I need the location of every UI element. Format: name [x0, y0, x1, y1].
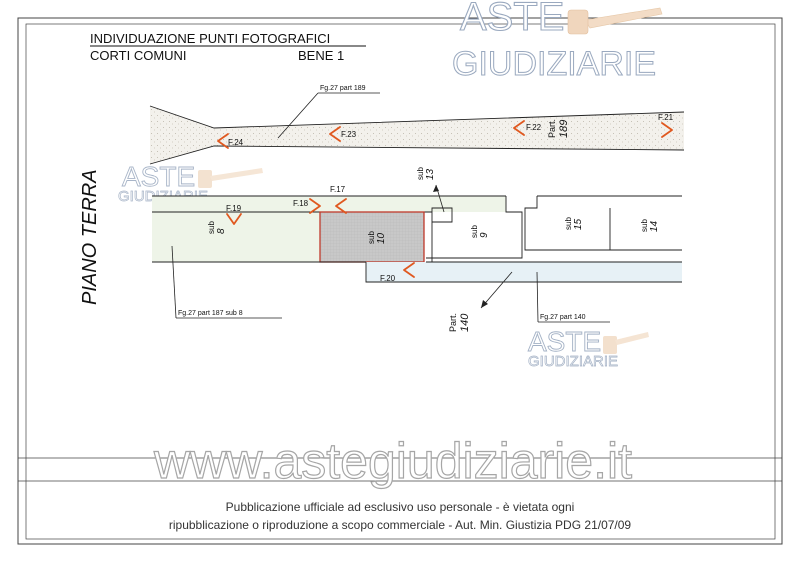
sub13-line2: 13 [425, 168, 436, 180]
photo-markers [217, 120, 673, 278]
part-140-line2: 140 [459, 313, 471, 332]
part-140-line1: Part. [448, 313, 458, 332]
part-140-arrowhead [481, 300, 488, 308]
sub15-line2: 15 [573, 218, 584, 230]
part-189-line1: Part. [547, 119, 557, 138]
callout-140-leader [536, 271, 539, 323]
sub10-label: sub 10 [367, 231, 387, 244]
callout-187-text: Fg.27 part 187 sub 8 [178, 310, 243, 317]
outer-frame [17, 17, 783, 545]
camera-marker-f19 [226, 213, 242, 225]
callout-189-text: Fg.27 part 189 [320, 85, 366, 92]
camera-marker-f21 [661, 122, 673, 138]
part-140-arrow [480, 271, 513, 309]
footer-notice: Pubblicazione ufficiale ad esclusivo uso… [20, 498, 780, 534]
watermark-url: www.astegiudiziarie.it [153, 433, 632, 489]
photo-label-f17: F.17 [330, 185, 346, 194]
sub10-line1: sub [367, 231, 376, 244]
camera-marker-f23 [329, 126, 341, 142]
photo-label-f24: F.24 [228, 138, 244, 147]
photo-label-f23: F.23 [341, 130, 357, 139]
building-units-outline [152, 196, 682, 263]
aste-logo-top-line2: GIUDIZIARIE [452, 45, 656, 83]
camera-marker-f20 [403, 262, 415, 278]
footer-line-2: ripubblicazione o riproduzione a scopo c… [168, 518, 632, 532]
parcel-189-outline [149, 105, 685, 165]
aste-logo-right-line2: GIUDIZIARIE [528, 353, 618, 370]
parcel-140-area [366, 262, 682, 282]
sub9-label: sub 9 [470, 225, 490, 238]
parcel-189-area [150, 106, 684, 164]
photo-label-f18: F.18 [293, 199, 309, 208]
sub8-area [152, 212, 320, 262]
camera-marker-f24 [217, 133, 229, 149]
sub9-line1: sub [470, 225, 479, 238]
footer-line-1: Pubblicazione ufficiale ad esclusivo uso… [225, 500, 575, 514]
sub8-label: sub 8 [207, 221, 227, 234]
callout-140-text: Fg.27 part 140 [540, 314, 586, 321]
aste-logo-top: ASTE GIUDIZIARIE [452, 0, 663, 84]
aste-logo-right-line1: ASTE [528, 326, 601, 357]
camera-marker-f17 [335, 198, 347, 214]
sub14-line1: sub [640, 219, 649, 232]
photo-label-f20: F.20 [380, 274, 396, 283]
aste-logo-top-line1: ASTE [460, 0, 564, 39]
inner-frame [25, 23, 776, 540]
aste-logo-left-line1: ASTE [122, 161, 195, 192]
bene-label: BENE 1 [298, 48, 344, 63]
callout-189-leader [277, 92, 319, 139]
sub13-arrowhead [433, 185, 439, 192]
sub8-line1: sub [207, 221, 216, 234]
camera-marker-f22 [513, 120, 525, 136]
sub9-line2: 9 [479, 232, 490, 238]
aste-logo-right: ASTE GIUDIZIARIE [528, 326, 649, 370]
sub14-line2: 14 [649, 220, 660, 232]
parcel-140-outline [365, 261, 682, 283]
sub15-line1: sub [564, 217, 573, 230]
part-140-label: Part. 140 [448, 313, 471, 332]
floor-label: PIANO TERRA [79, 169, 101, 305]
drawing-title: INDIVIDUAZIONE PUNTI FOTOGRAFICI [90, 31, 330, 46]
sub14-label: sub 14 [640, 219, 660, 232]
part-189-label: Part. 189 [547, 119, 570, 138]
part-189-line2: 189 [558, 120, 570, 138]
drawing-subtitle: CORTI COMUNI [90, 48, 187, 63]
sub13-line1: sub [416, 167, 425, 180]
photo-label-f19: F.19 [226, 204, 242, 213]
camera-marker-f18 [309, 198, 321, 214]
photo-label-f22: F.22 [526, 123, 542, 132]
sub8-upper-band [152, 196, 506, 212]
sub13-label: sub 13 [416, 167, 436, 180]
callout-187-leader [171, 245, 177, 319]
sub15-label: sub 15 [564, 217, 584, 230]
sub8-line2: 8 [216, 228, 227, 234]
photo-label-f21: F.21 [658, 113, 674, 122]
sub10-line2: 10 [376, 232, 387, 244]
